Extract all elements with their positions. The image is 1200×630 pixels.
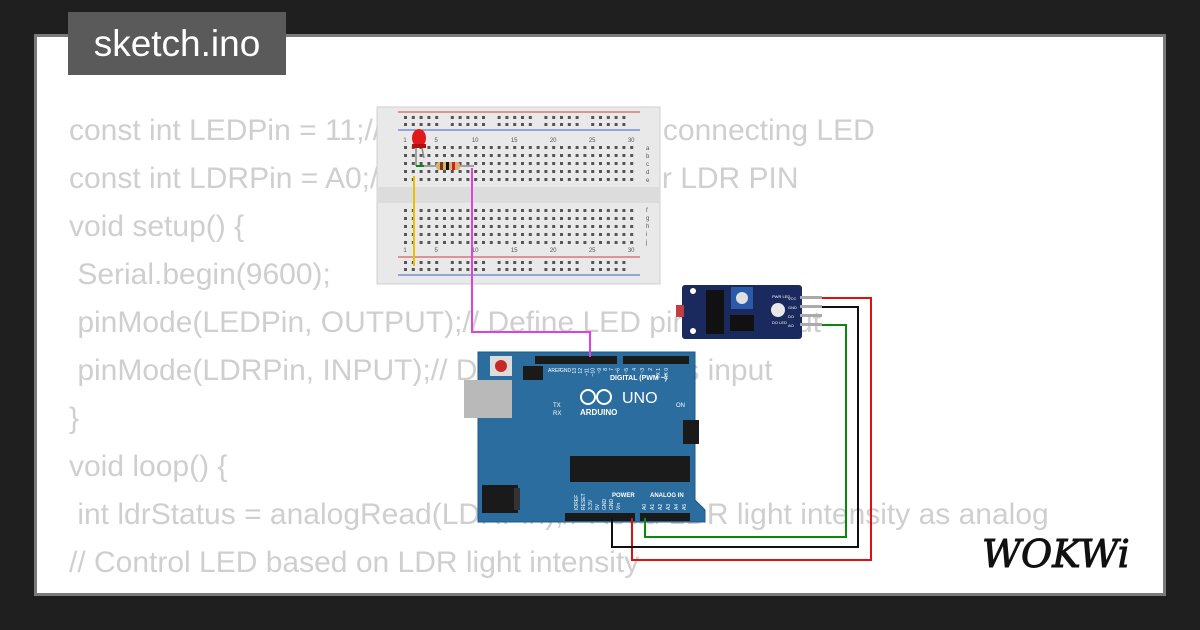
ldr-pin-label: GND <box>788 305 797 310</box>
analog-pin-label: A5 <box>682 504 688 510</box>
wire-green-ao[interactable] <box>644 324 847 538</box>
analog-label: ANALOG IN <box>650 493 684 499</box>
power-label: POWER <box>612 493 635 499</box>
breadboard-row-letter: f <box>646 208 648 214</box>
gnd-label: GND <box>560 368 572 374</box>
atmega-chip <box>570 456 690 482</box>
breadboard-col-number: 10 <box>472 248 479 254</box>
pwr-led-label: PWR LED <box>772 294 790 299</box>
ldr-pin-labels: VCC GND DO AO <box>788 296 797 328</box>
resistor[interactable] <box>424 162 474 170</box>
file-name-tab[interactable]: sketch.ino <box>68 12 286 75</box>
analog-pin-label: A2 <box>658 504 664 510</box>
wire-magenta-led-to-pin11[interactable] <box>471 168 591 357</box>
breadboard-row-letter: e <box>646 178 650 184</box>
power-pin-label: GND <box>602 499 608 511</box>
arduino-infinity-logo <box>580 389 596 405</box>
ldr-sensor-module[interactable]: PWR LED DO LED VCC GND DO AO <box>676 285 822 339</box>
breadboard-col-number: 1 <box>403 138 407 144</box>
breadboard-col-number: 20 <box>550 138 557 144</box>
breadboard-col-number: 30 <box>628 138 635 144</box>
breadboard-col-number: 20 <box>550 248 557 254</box>
breadboard-col-number: 15 <box>511 138 518 144</box>
digital-pin-label: ~5 <box>624 368 630 374</box>
breadboard-row-letter: b <box>646 154 650 160</box>
power-pin-label: RESET <box>581 493 587 510</box>
digital-pin-label: ~9 <box>597 368 603 374</box>
digital-pin-label: ~11 <box>584 368 590 376</box>
breadboard-row-letter: a <box>646 146 650 152</box>
analog-pin-label: A3 <box>666 504 672 510</box>
power-pin-label: GND <box>609 499 615 511</box>
breadboard-col-number: 25 <box>589 138 596 144</box>
digital-pin-label: 13 <box>572 368 578 374</box>
rx-label: RX <box>553 411 561 417</box>
do-led-label: DO LED <box>772 320 787 325</box>
breadboard-row-letter: i <box>646 232 647 238</box>
breadboard-col-number: 5 <box>435 138 439 144</box>
arduino-model-label: UNO <box>622 390 658 407</box>
code-line: void loop() { <box>69 450 228 483</box>
breadboard-col-number: 1 <box>403 248 407 254</box>
power-pin-label: 3.3V <box>588 499 594 510</box>
breadboard-col-number: 25 <box>589 248 596 254</box>
digital-label: DIGITAL (PWM ~) <box>610 375 667 382</box>
analog-pin-label: A0 <box>642 504 648 510</box>
power-pin-label: IOREF <box>574 495 580 510</box>
on-label: ON <box>676 403 685 409</box>
wokwi-logo-text: WOKWi <box>982 532 1130 576</box>
ldr-pin-label: DO <box>788 314 794 319</box>
breadboard-col-number: 15 <box>511 248 518 254</box>
digital-pin-label: 2 <box>648 368 654 371</box>
aref-label: AREF <box>548 368 561 374</box>
code-line: Serial.begin(9600); <box>69 258 331 291</box>
wire-black-gnd[interactable] <box>611 306 859 548</box>
arduino-brand-label: ARDUINO <box>580 408 617 417</box>
code-line: void setup() { <box>69 210 245 243</box>
breadboard-row-letter: g <box>646 216 649 222</box>
ldr-pin-label: VCC <box>788 296 797 301</box>
tx-label: TX <box>553 403 561 409</box>
analog-pin-label: A1 <box>650 504 656 510</box>
breadboard-row-letter: h <box>646 224 649 230</box>
digital-pin-label: 8 <box>603 368 609 371</box>
breadboard-row-letter: j <box>645 240 647 246</box>
power-pin-label: Vin <box>616 503 622 510</box>
analog-pin-label: A4 <box>674 504 680 510</box>
code-line: } <box>69 402 80 435</box>
digital-pin-label: ~3 <box>640 368 646 374</box>
power-pin-label: 5V <box>595 503 601 510</box>
red-led[interactable] <box>412 129 426 166</box>
digital-pin-label: ~10 <box>591 368 597 377</box>
code-line: // Control LED based on LDR light intens… <box>69 546 640 579</box>
digital-pin-label: RX 0 <box>664 368 670 379</box>
breadboard-col-number: 30 <box>628 248 635 254</box>
reset-button[interactable] <box>495 360 507 372</box>
digital-pin-label: 12 <box>578 368 584 374</box>
digital-pin-label: 7 <box>609 368 615 371</box>
breadboard-row-letter: d <box>646 170 649 176</box>
digital-pin-label: 4 <box>632 368 638 371</box>
breadboard-row-letter: c <box>646 162 649 168</box>
arduino-uno-board[interactable]: DIGITAL (PWM ~) AREF GND UNO ARDUINO TX … <box>464 351 706 523</box>
ldr-pin-label: AO <box>788 323 794 328</box>
wokwi-logo: WOKWi <box>982 532 1131 577</box>
breadboard-col-number: 5 <box>435 248 439 254</box>
digital-pin-label: TX 1 <box>656 368 662 379</box>
digital-pin-label: ~6 <box>615 368 621 374</box>
breadboard-col-number: 10 <box>472 138 479 144</box>
